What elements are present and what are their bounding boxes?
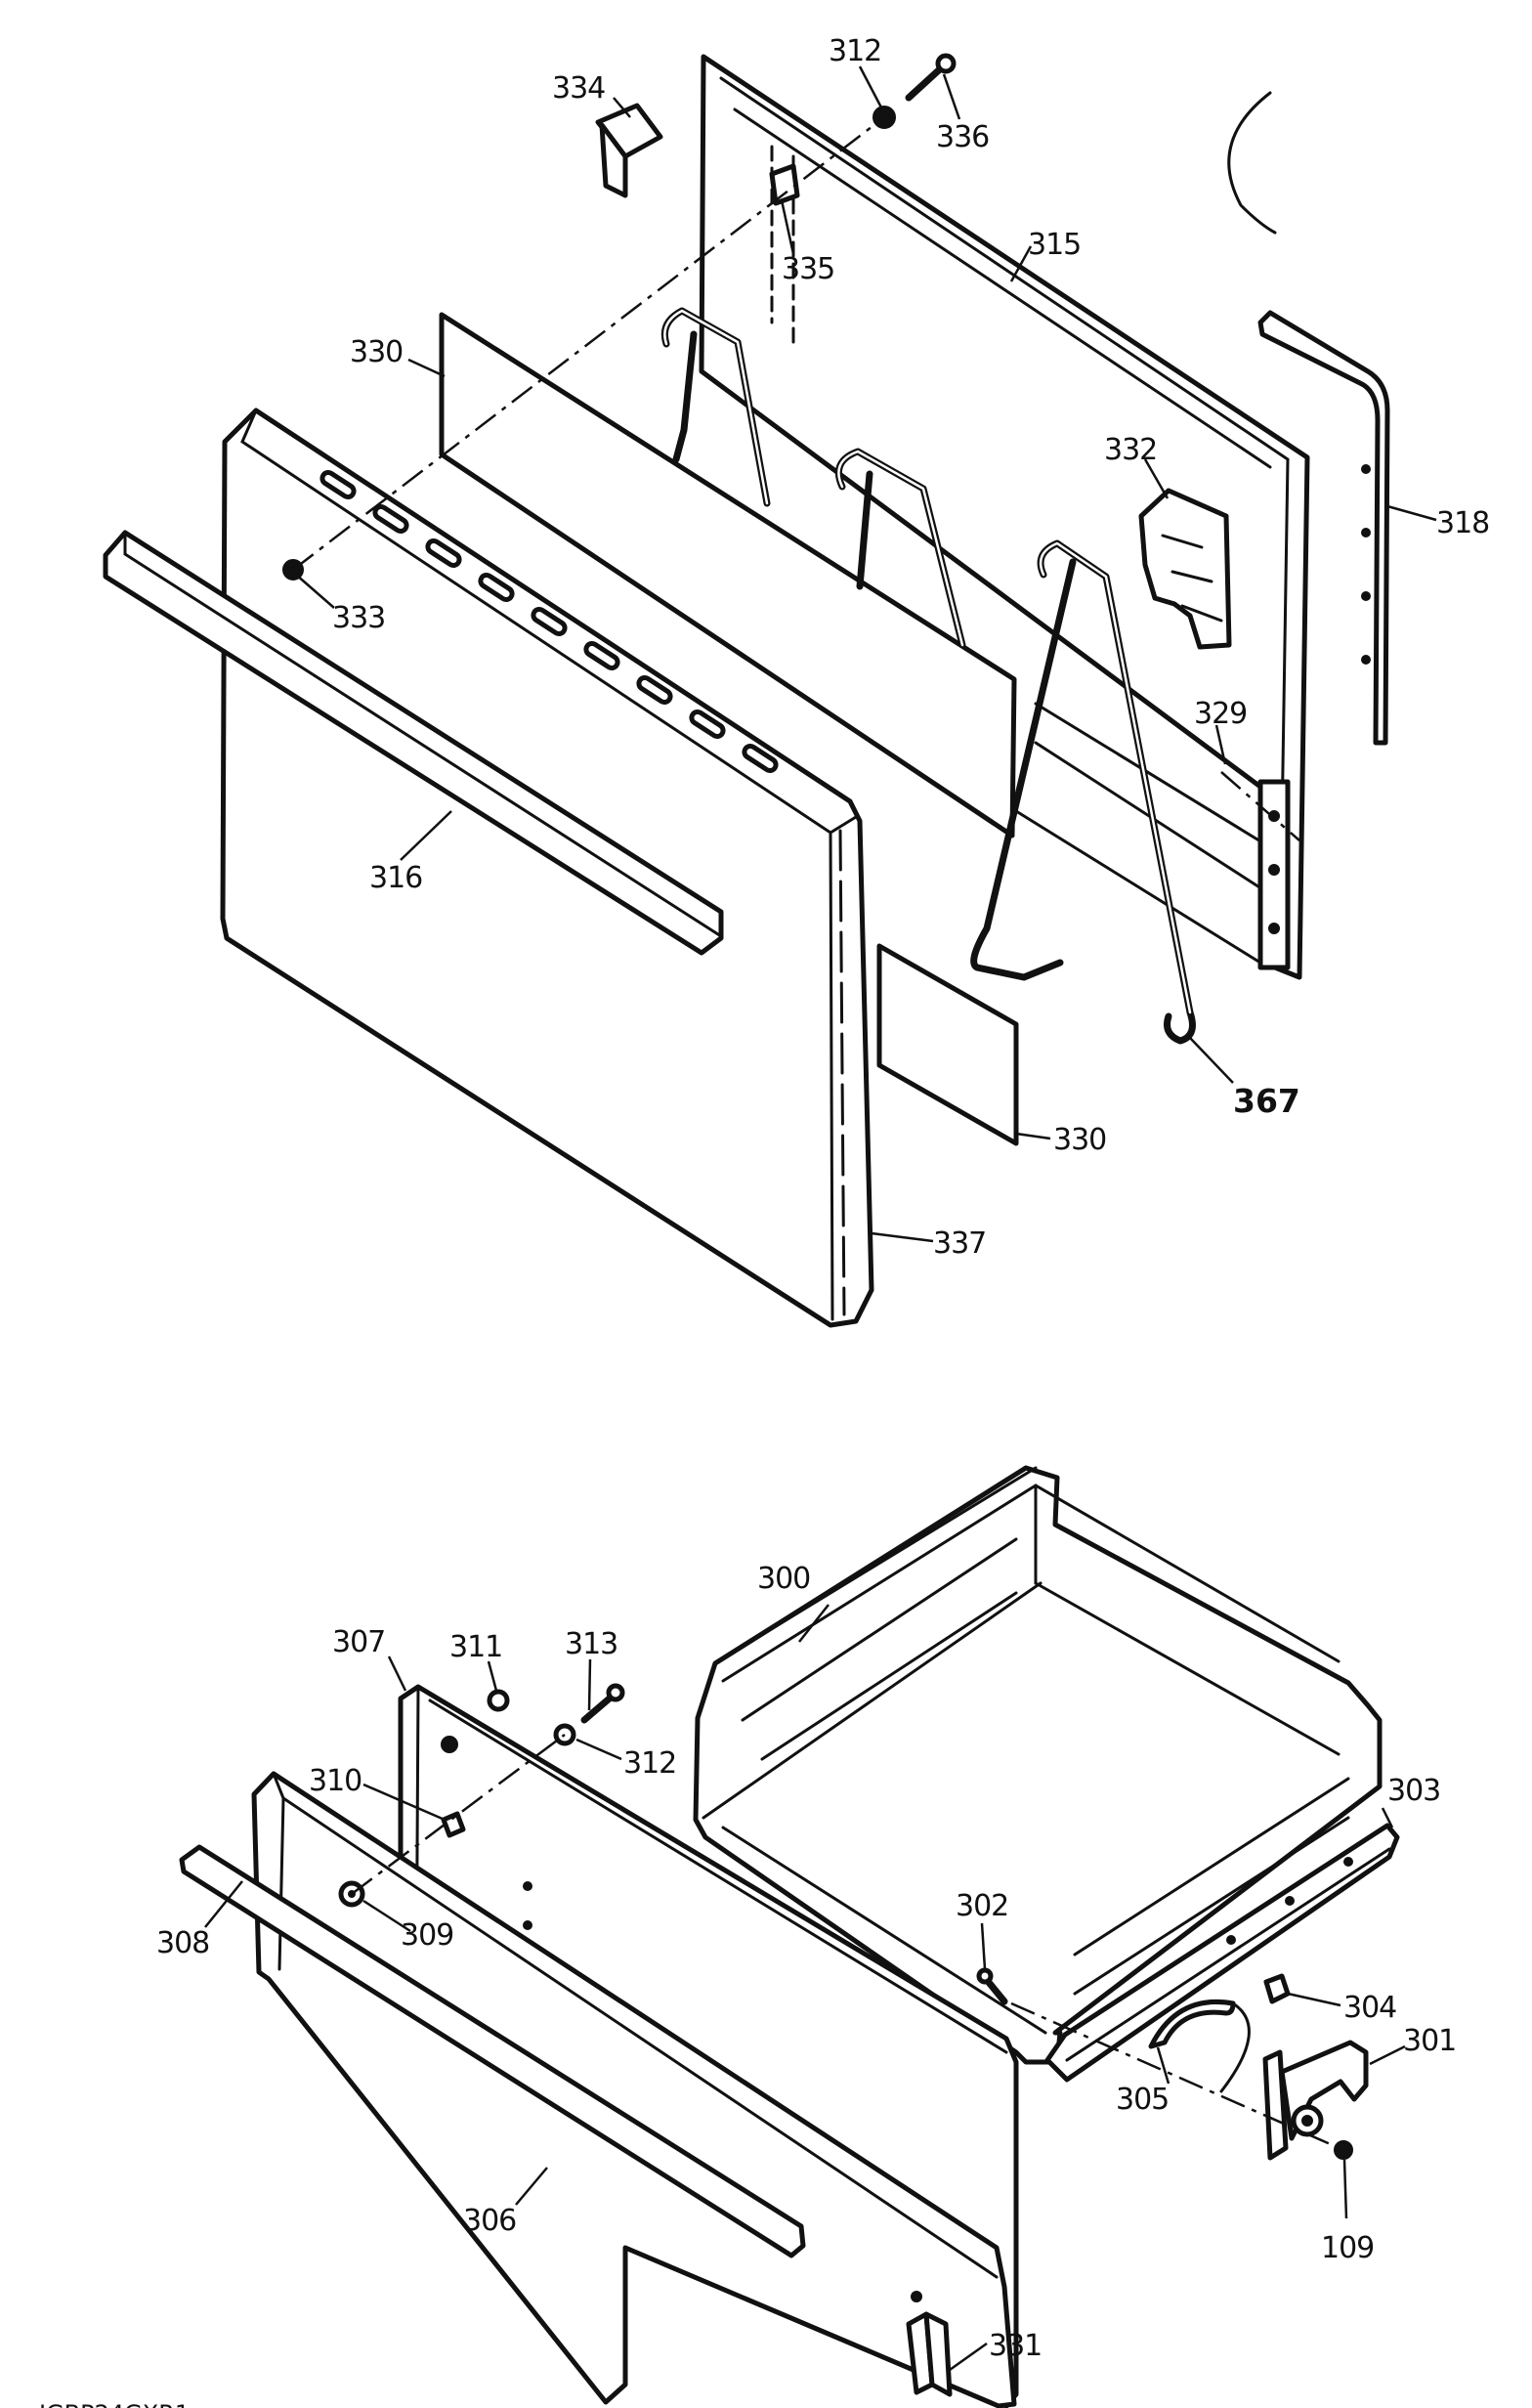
door-hinge-bracket bbox=[1257, 779, 1291, 970]
callout-304: 304 bbox=[1343, 1991, 1396, 2025]
callout-331: 331 bbox=[989, 2329, 1042, 2363]
callout-335: 335 bbox=[782, 252, 834, 286]
footer-model-text: JGBP24GXR1 bbox=[37, 2400, 190, 2408]
callout-311: 311 bbox=[449, 1630, 502, 1664]
assembly-line-upper-a bbox=[292, 116, 885, 571]
callout-332: 332 bbox=[1104, 433, 1157, 467]
callout-336: 336 bbox=[936, 120, 989, 154]
callout-306: 306 bbox=[463, 2204, 516, 2238]
callout-330-bottom: 330 bbox=[1053, 1123, 1106, 1157]
leader-lines bbox=[204, 65, 1437, 2372]
drawer-handle bbox=[179, 1844, 806, 2258]
callout-305: 305 bbox=[1116, 2083, 1169, 2117]
lower-nut bbox=[487, 1689, 510, 1712]
callout-307: 307 bbox=[332, 1625, 385, 1659]
callout-330-top: 330 bbox=[350, 335, 403, 369]
decorative-arc bbox=[1227, 91, 1277, 235]
lower-screw bbox=[580, 1683, 625, 1724]
callout-333: 333 bbox=[332, 601, 385, 635]
bottom-insulation-panel bbox=[876, 943, 1019, 1146]
top-insulation-panel bbox=[439, 312, 1017, 838]
callout-309: 309 bbox=[401, 1918, 453, 1953]
callout-334: 334 bbox=[552, 71, 605, 106]
callout-315: 315 bbox=[1028, 228, 1081, 262]
drawer-front bbox=[251, 1771, 1017, 2408]
drawer-hinge-bracket bbox=[1262, 2040, 1369, 2161]
callout-329: 329 bbox=[1194, 697, 1247, 731]
hinge-clip bbox=[595, 103, 663, 198]
door-vent-slots bbox=[319, 469, 779, 774]
outer-door-panel bbox=[220, 408, 874, 1328]
callout-303: 303 bbox=[1387, 1774, 1440, 1808]
top-screw bbox=[905, 53, 957, 102]
callout-313: 313 bbox=[565, 1627, 617, 1661]
callout-312-bottom: 312 bbox=[623, 1746, 676, 1781]
vent-baffle bbox=[769, 163, 800, 206]
rail-screw bbox=[976, 1967, 1008, 2005]
assembly-line-lower-b bbox=[1010, 2001, 1344, 2152]
callout-318: 318 bbox=[1436, 506, 1489, 540]
callout-301: 301 bbox=[1403, 2024, 1456, 2058]
front-clip bbox=[441, 1811, 466, 1838]
retaining-ring bbox=[1148, 1999, 1251, 2093]
door-gasket bbox=[1257, 310, 1390, 746]
callout-310: 310 bbox=[309, 1764, 362, 1798]
door-handle bbox=[103, 530, 724, 956]
slide-clip bbox=[1263, 1973, 1291, 2004]
callout-109: 109 bbox=[1321, 2231, 1374, 2265]
drawer-bracket bbox=[906, 2311, 953, 2397]
callout-302: 302 bbox=[956, 1889, 1008, 1923]
assembly-line-lower-a bbox=[351, 1733, 566, 1896]
drawer-slide bbox=[1044, 1823, 1400, 2083]
callout-300: 300 bbox=[757, 1562, 810, 1596]
hinge-nut bbox=[1334, 2140, 1353, 2160]
oven-rack-wires bbox=[660, 307, 1196, 1045]
callout-308: 308 bbox=[156, 1926, 209, 1960]
callout-312-top: 312 bbox=[829, 34, 881, 68]
assembly-line-upper-b bbox=[1220, 771, 1300, 841]
callout-316: 316 bbox=[369, 861, 422, 895]
insulation-block bbox=[1138, 488, 1232, 650]
callout-367: 367 bbox=[1233, 1082, 1300, 1120]
callout-337: 337 bbox=[933, 1226, 986, 1261]
